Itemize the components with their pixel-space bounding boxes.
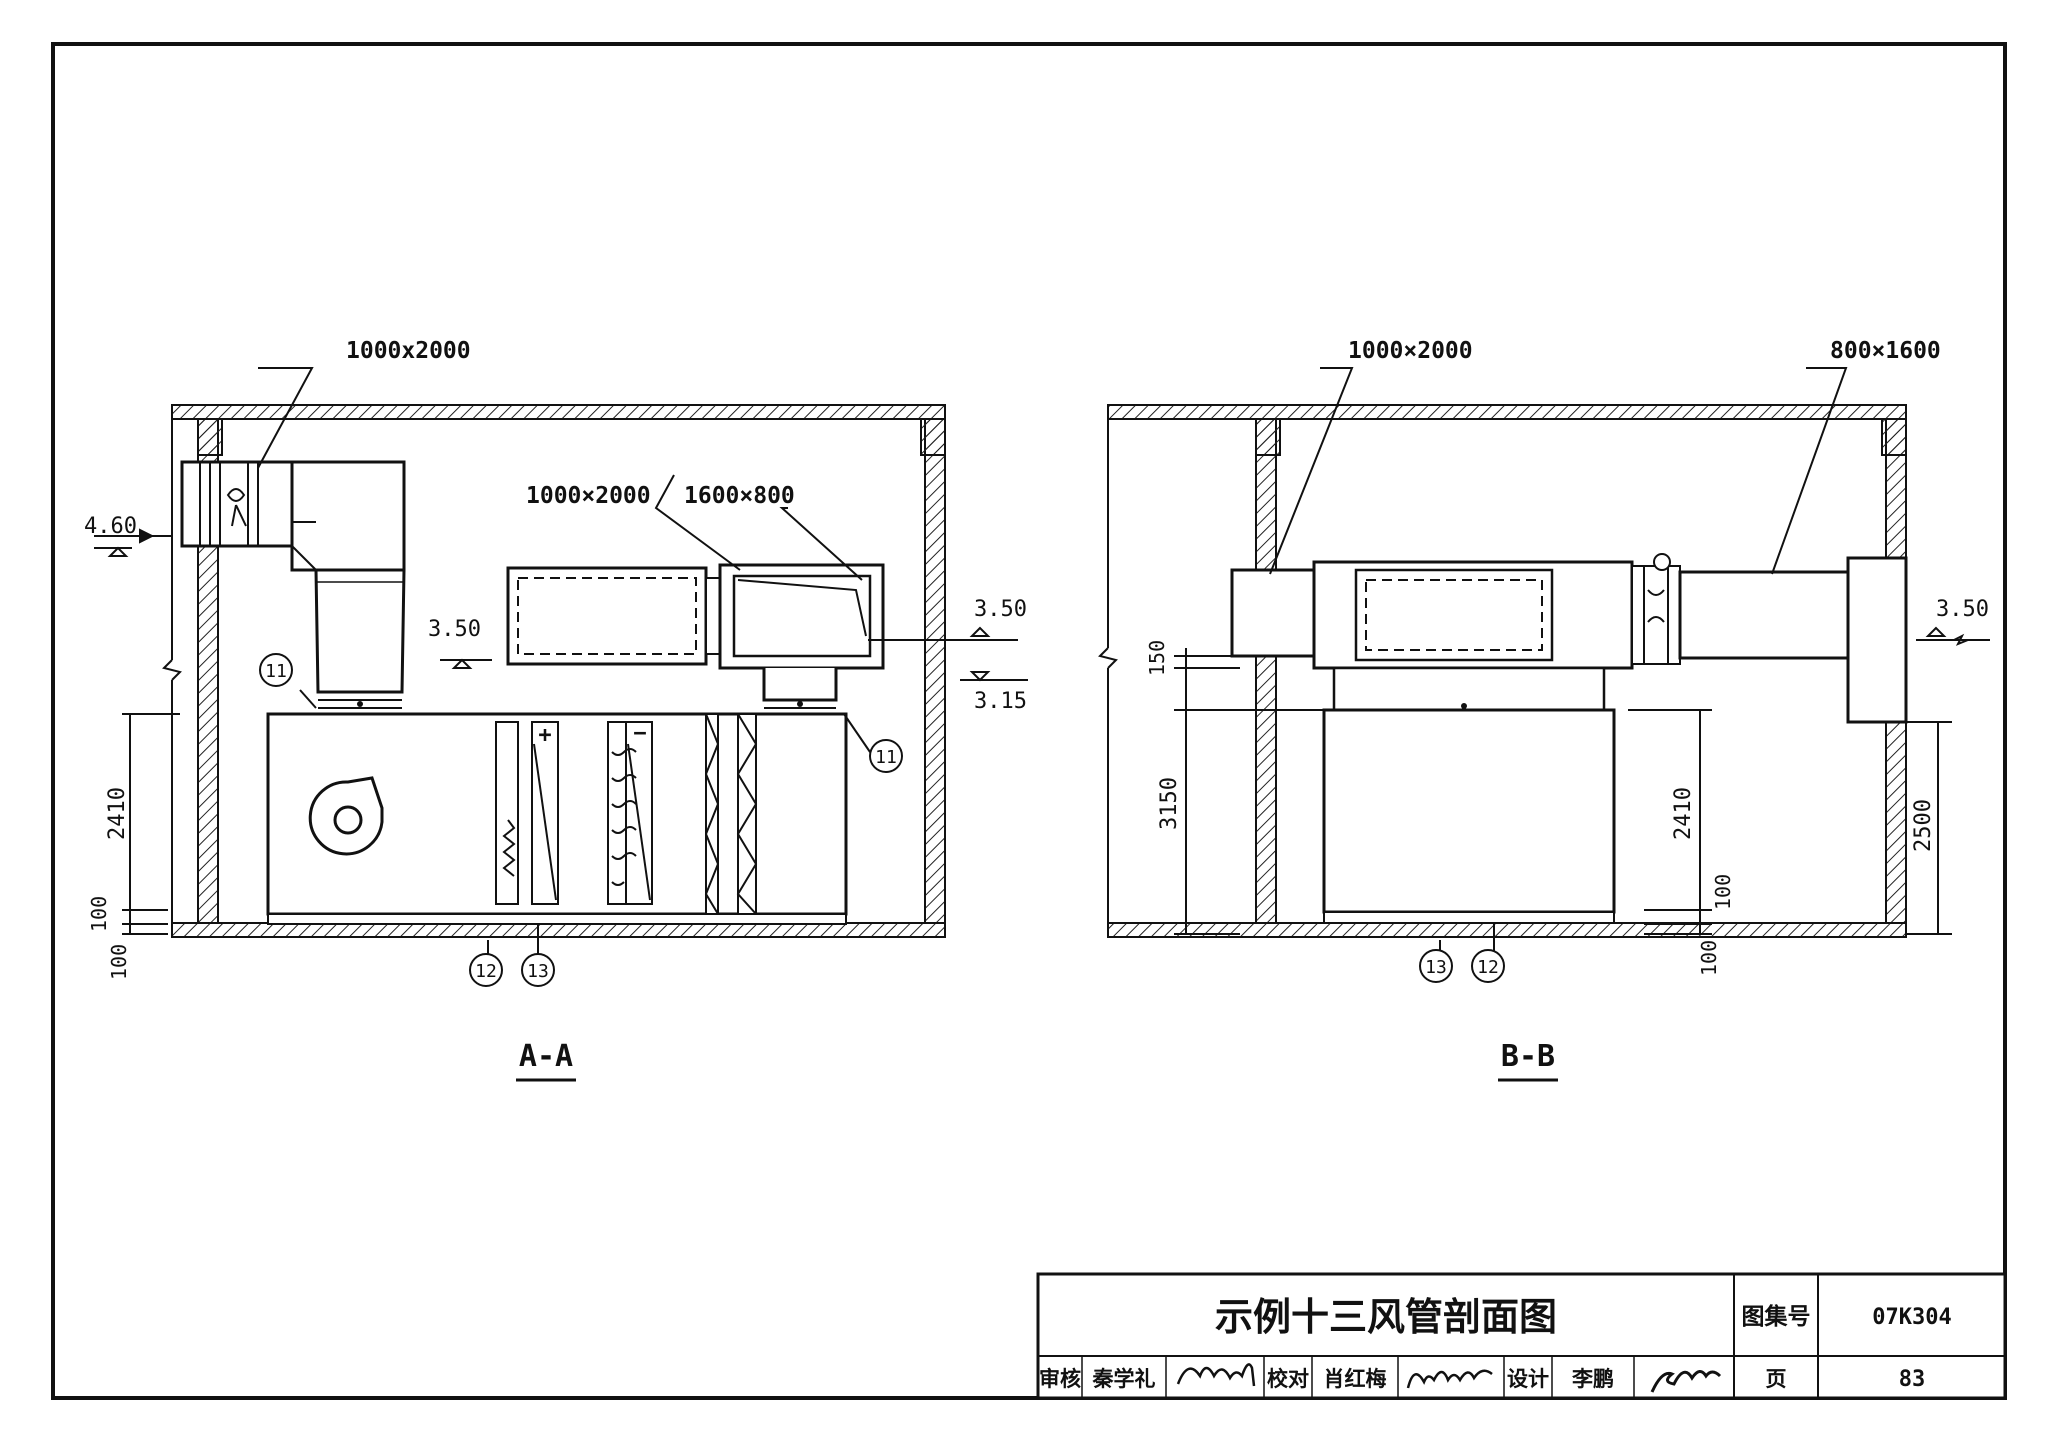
bb-dim-2410: 2410 (1671, 787, 1696, 840)
aa-dim-100-a: 100 (87, 896, 111, 932)
aa-horizontal-duct (506, 563, 885, 709)
svg-text:13: 13 (527, 961, 549, 982)
atlas-value: 07K304 (1872, 1305, 1951, 1330)
bb-dim-2500: 2500 (1911, 799, 1936, 852)
aa-dim-duct-right: 1600×800 (684, 483, 795, 509)
bb-elev-350: 3.50 (1936, 597, 1989, 622)
bb-section-title: B-B (1501, 1039, 1555, 1074)
aa-marker-12: 12 (469, 953, 503, 987)
svg-text:11: 11 (875, 747, 897, 768)
aa-dim-duct-top: 1000x2000 (346, 338, 471, 364)
aa-dim-duct-mid: 1000×2000 (526, 483, 651, 509)
title-block: 示例十三风管剖面图 图集号 07K304 审核 秦学礼 校对 肖红梅 设计 李鹏… (1036, 1272, 2007, 1400)
aa-dimension-lines (94, 367, 1028, 956)
atlas-label: 图集号 (1742, 1303, 1811, 1330)
air-handling-unit: + − (266, 712, 848, 925)
aa-elev-350-right: 3.50 (974, 597, 1027, 622)
design-label: 设计 (1507, 1367, 1549, 1391)
bb-marker-12: 12 (1471, 949, 1505, 983)
checker-name: 肖红梅 (1324, 1367, 1387, 1391)
fan-icon (308, 776, 384, 856)
aa-floor-slab (171, 922, 946, 938)
fresh-air-louver (180, 460, 294, 548)
drawing-title: 示例十三风管剖面图 (1215, 1295, 1557, 1339)
heating-coil: + (495, 721, 559, 905)
bb-marker-13: 13 (1419, 949, 1453, 983)
bb-dimension-lines (1174, 367, 1990, 956)
reviewer-name: 秦学礼 (1092, 1367, 1156, 1391)
aa-elev-460: 4.60 (84, 514, 137, 539)
svg-text:12: 12 (475, 961, 497, 982)
filter-section (704, 713, 758, 915)
aa-supply-elbow (290, 460, 406, 709)
aa-dim-2410: 2410 (105, 787, 130, 840)
sheet-border (51, 42, 2007, 1400)
bb-left-wall (1255, 418, 1277, 924)
check-label: 校对 (1267, 1367, 1309, 1391)
section-aa: + − (84, 338, 1028, 1082)
aa-elev-315: 3.15 (974, 689, 1027, 714)
aa-marker-11-left: 11 (259, 653, 293, 687)
bb-dim-100-a: 100 (1711, 874, 1735, 910)
bb-dim-duct-right: 800×1600 (1830, 338, 1941, 364)
cooling-sign: − (633, 721, 646, 746)
aa-elev-350-left: 3.50 (428, 617, 481, 642)
reviewer-signature (1176, 1363, 1256, 1387)
heating-sign: + (538, 723, 551, 748)
aa-section-title: A-A (519, 1039, 573, 1074)
svg-text:12: 12 (1477, 957, 1499, 978)
aa-column-left (197, 418, 223, 456)
bb-air-handling-unit (1322, 666, 1616, 924)
review-label: 审核 (1039, 1367, 1081, 1391)
bb-dim-duct-left: 1000×2000 (1348, 338, 1473, 364)
page-value: 83 (1899, 1367, 1926, 1392)
designer-name: 李鹏 (1571, 1367, 1614, 1391)
aa-dim-100-b: 100 (107, 944, 131, 980)
bb-slab-top (1107, 404, 1907, 420)
aa-marker-13: 13 (521, 953, 555, 987)
designer-signature (1650, 1370, 1722, 1393)
bb-dim-100-b: 100 (1697, 940, 1721, 976)
section-bb: 1000×2000 800×1600 3.50 150 3150 2410 10… (1098, 338, 1990, 1082)
page-label: 页 (1766, 1367, 1787, 1391)
svg-text:11: 11 (265, 661, 287, 682)
bb-dim-150: 150 (1145, 640, 1169, 676)
aa-column-right (920, 418, 946, 456)
bb-duct-run (1230, 553, 1908, 724)
aa-marker-11-right: 11 (869, 739, 903, 773)
aa-right-wall (924, 418, 946, 924)
svg-text:13: 13 (1425, 957, 1447, 978)
cooling-coil: − (607, 721, 653, 905)
checker-signature (1406, 1369, 1493, 1389)
bb-column-left (1255, 418, 1281, 456)
bb-column-right (1881, 418, 1907, 456)
bb-dim-3150: 3150 (1157, 777, 1182, 830)
